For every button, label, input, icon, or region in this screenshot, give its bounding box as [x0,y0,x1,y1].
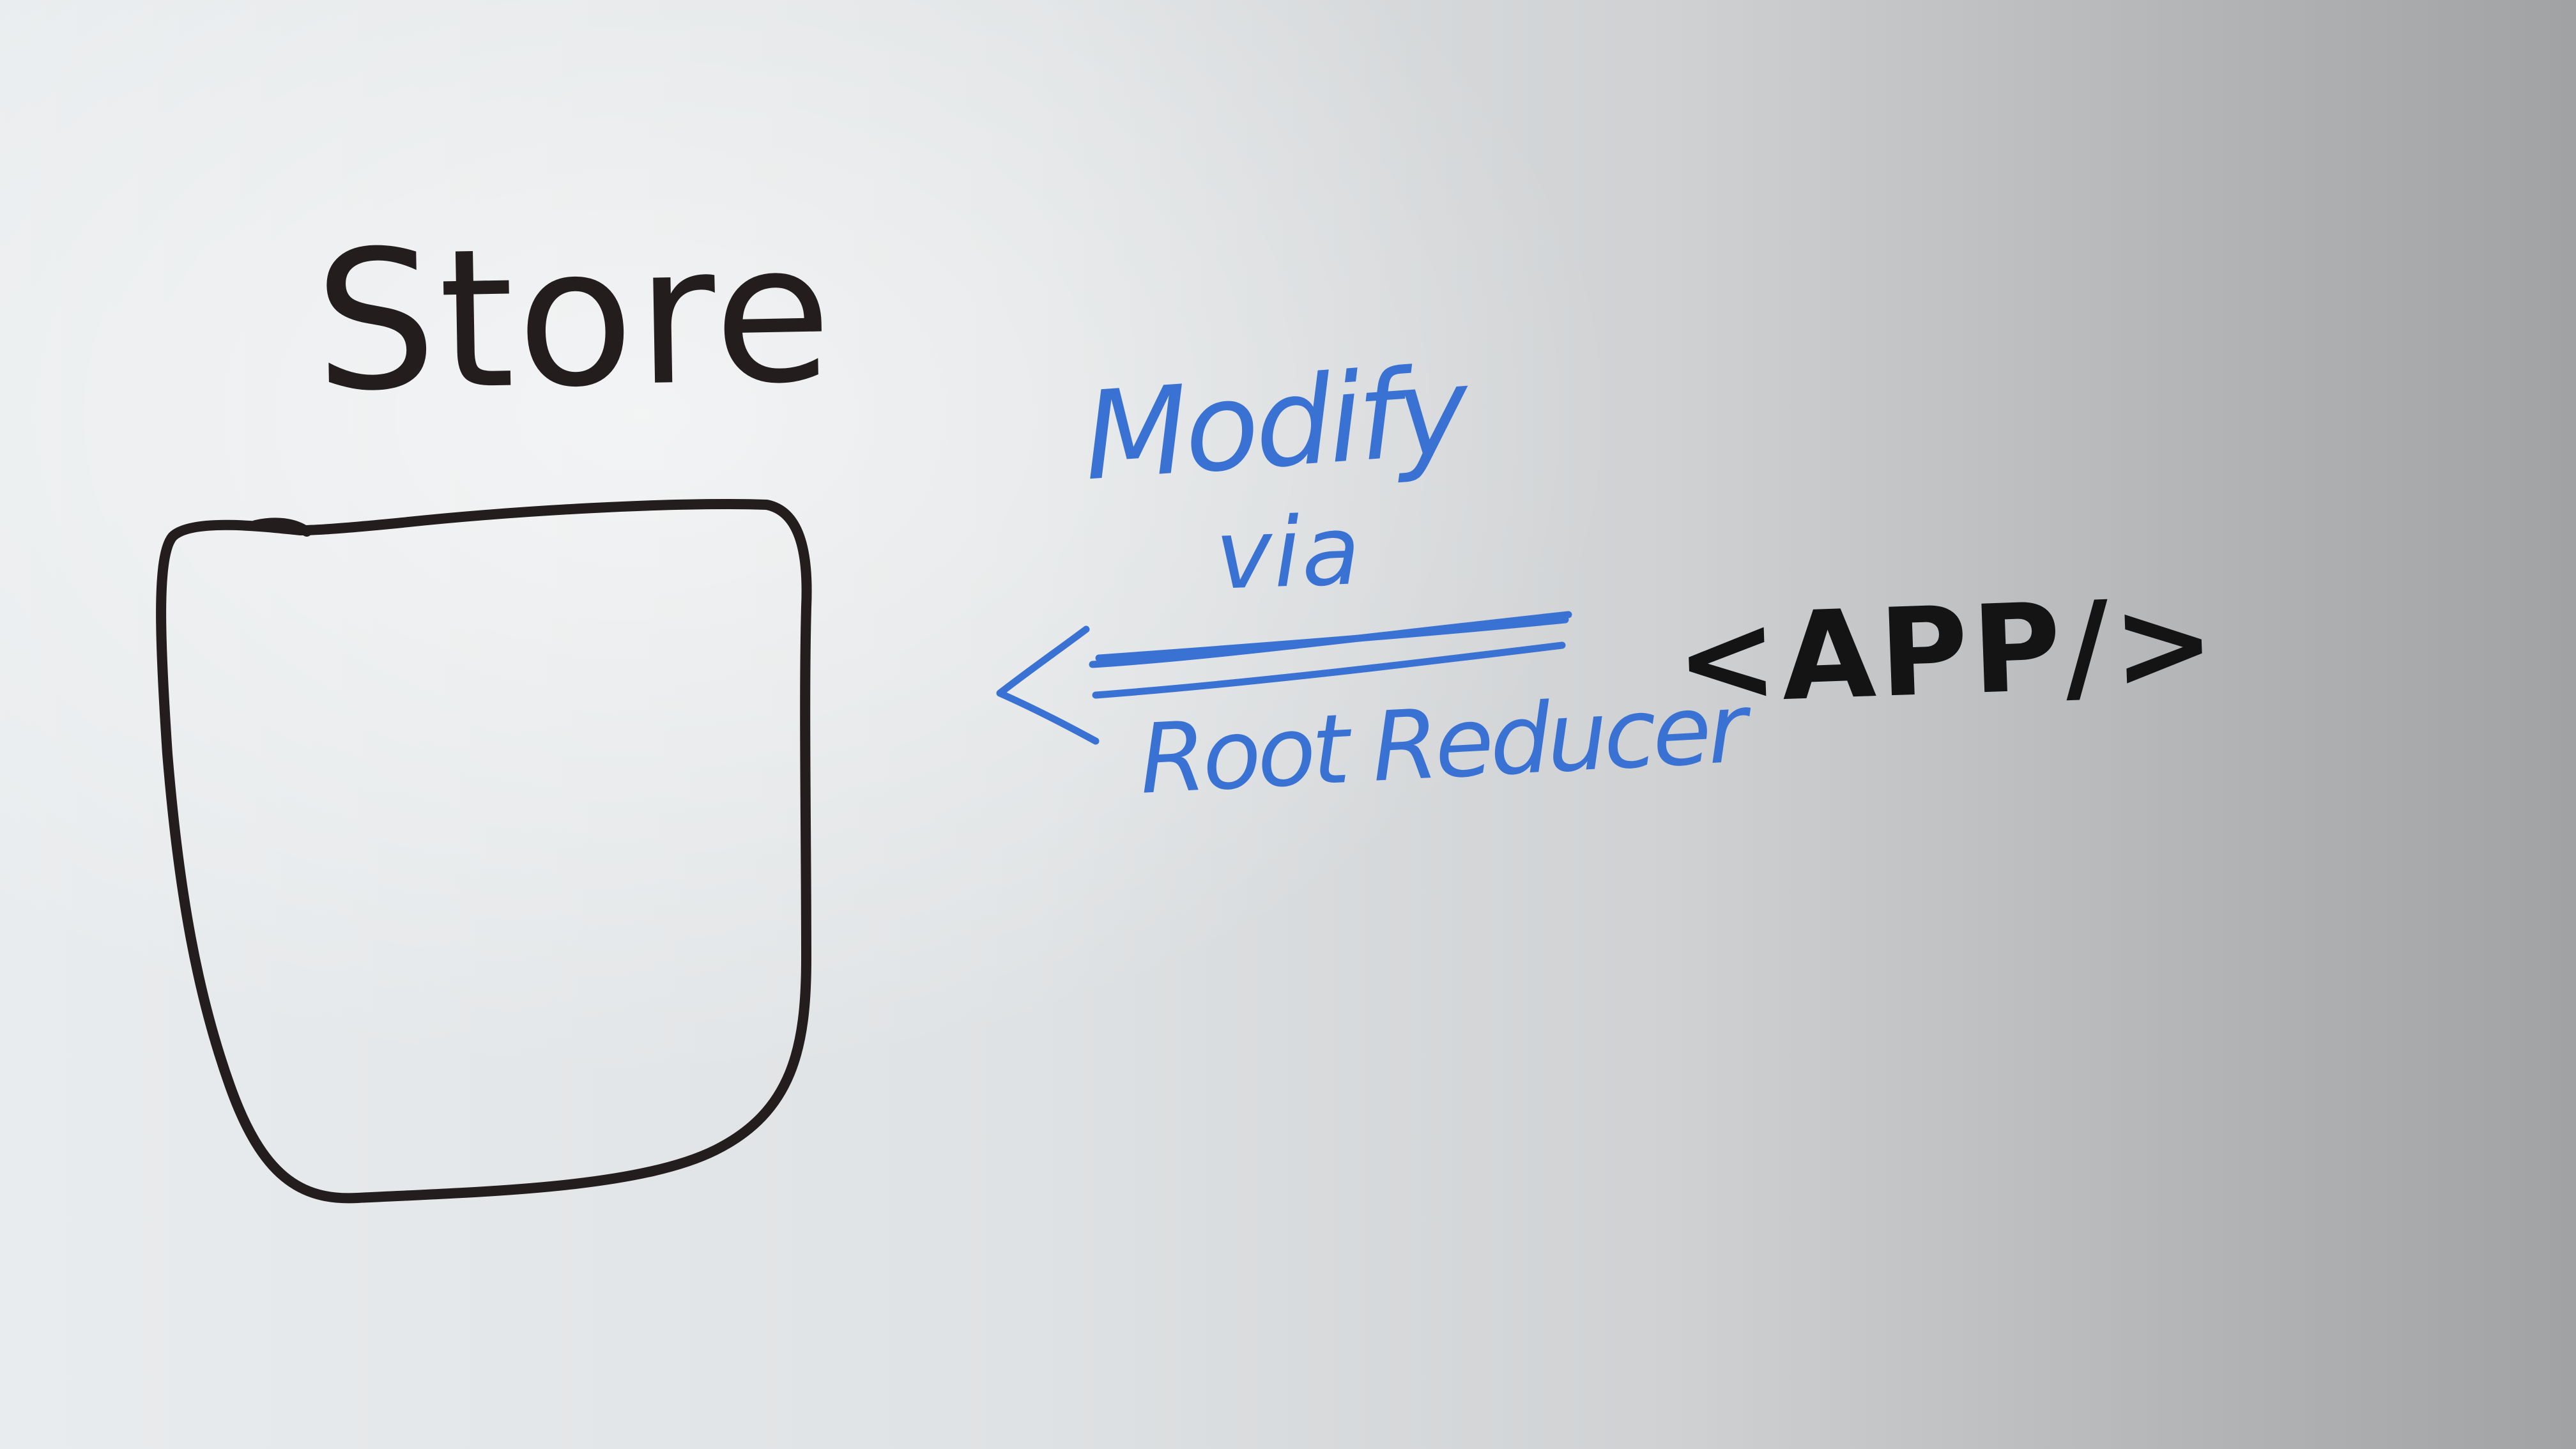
app-component-label: <APP/> [1673,571,2221,732]
arrow-shaft-upper-2 [1095,616,1569,662]
store-box [156,499,812,1204]
store-box-overlap [250,518,312,537]
arrow-label-via: via [1213,495,1363,611]
arrow-shaft-lower [1092,641,1566,699]
arrow-head [996,625,1100,745]
arrow-label-modify: Modify [1078,340,1469,508]
store-title: Store [312,201,836,434]
